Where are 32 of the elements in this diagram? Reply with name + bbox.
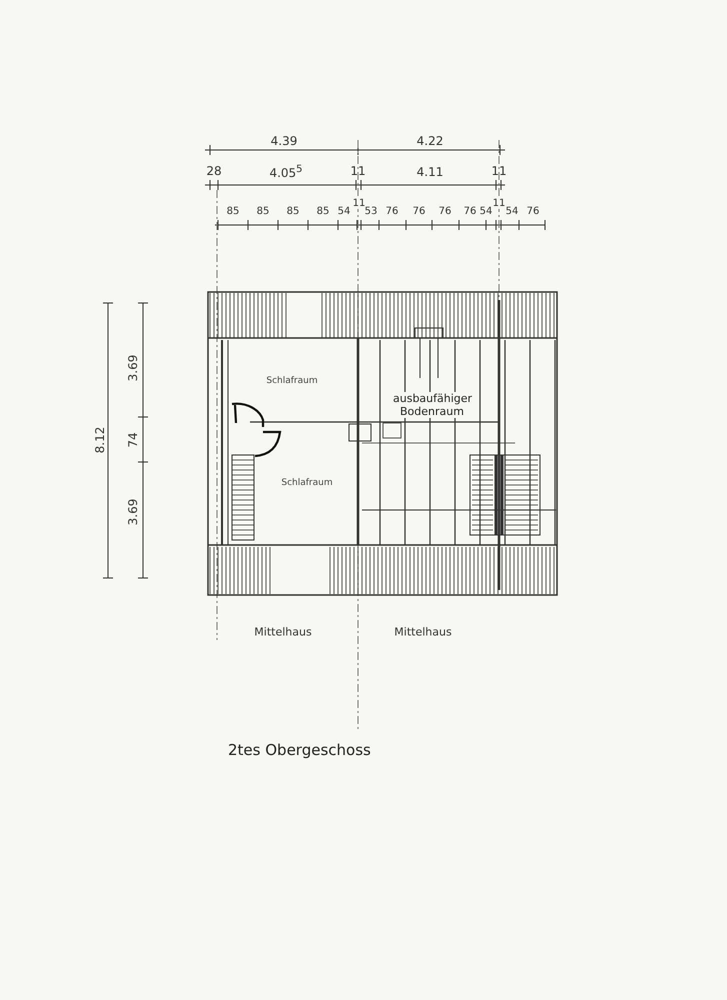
room-label: ausbaufähiger Bodenraum <box>393 392 471 418</box>
room-label: Schlafraum <box>266 376 318 386</box>
dimension-value: 54 <box>480 207 492 217</box>
dimension-value: 85 <box>226 207 240 217</box>
house-label: Mittelhaus <box>254 626 312 638</box>
dimension-value: 3.69 <box>127 498 139 526</box>
dimension-value: 4.22 <box>416 135 444 147</box>
dimension-value: 53 <box>364 207 378 217</box>
dimension-value: 76 <box>386 207 398 217</box>
floor-caption: 2tes Obergeschoss <box>228 741 371 759</box>
dimension-value: 11 <box>492 199 506 209</box>
dimension-value: 85 <box>256 207 270 217</box>
dimension-value: 4.11 <box>416 166 444 178</box>
dimension-value: 74 <box>127 432 139 448</box>
room-label: Schlafraum <box>281 478 333 488</box>
dimension-value: 85 <box>316 207 330 217</box>
dimension-value: 11 <box>352 199 366 209</box>
dimension-value: 11 <box>491 165 507 177</box>
dimension-value: 11 <box>350 165 366 177</box>
dimension-value: 4.39 <box>270 135 298 147</box>
dimension-value: 4.05$^{5}$ <box>269 165 303 179</box>
dimension-value: 76 <box>464 207 476 217</box>
dimension-value: 54 <box>506 207 518 217</box>
dimension-value: 85 <box>286 207 300 217</box>
dimension-value: 76 <box>438 207 452 217</box>
dimension-value: 8.12 <box>94 426 106 454</box>
house-label: Mittelhaus <box>394 626 452 638</box>
dimension-value: 76 <box>526 207 540 217</box>
dimension-value: 28 <box>206 165 222 177</box>
dimension-value: 54 <box>338 207 350 217</box>
dimension-value: 76 <box>412 207 426 217</box>
dimension-value: 3.69 <box>127 354 139 382</box>
